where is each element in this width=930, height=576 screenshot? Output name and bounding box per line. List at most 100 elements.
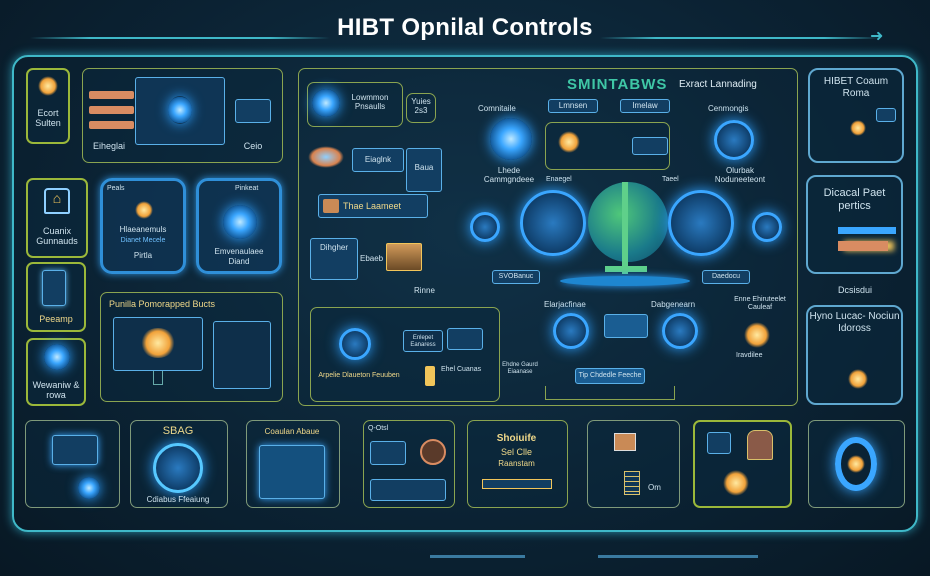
node-2[interactable] (662, 313, 698, 349)
tile-label: Cdiabus Ffeaiung (146, 495, 210, 504)
label: Olurbak Noduneeteont (714, 166, 766, 185)
common-box: Lowmmon Pnsaulls (307, 82, 403, 127)
screen-icon (876, 108, 896, 122)
bottom-tile-1[interactable] (25, 420, 120, 508)
bottom-tile-doc[interactable]: Om (587, 420, 680, 508)
tab-label: Imelaw (632, 101, 658, 110)
tile-hlaeanemuls[interactable]: Peals Hlaeanemuls Dianet Mecele Pirtla (100, 178, 186, 274)
tile-label: Cuanix Gunnauds (36, 226, 78, 247)
node-far-left[interactable] (470, 212, 500, 242)
tab-lmnsen[interactable]: Lmnsen (548, 99, 598, 113)
tile-line: Sel Clle (500, 447, 532, 457)
tile-label: Emvenaulaee (214, 247, 264, 256)
tile-hyno[interactable]: Hyno Lucac- Nociun Idoross (806, 305, 903, 405)
badge-icon (135, 201, 153, 219)
battery-icon (425, 366, 435, 386)
box-dihgher[interactable]: Dihgher (310, 238, 358, 280)
label-ebaeb: Ebaeb (360, 254, 384, 263)
emblem-icon (723, 470, 749, 496)
box-svobanuc[interactable]: SVOBanuc (492, 270, 540, 284)
monitor[interactable] (113, 317, 203, 371)
tile-cuanix[interactable]: ⌂ Cuanix Gunnauds (26, 178, 88, 258)
label: Elarjacfinae (544, 300, 586, 309)
bottom-bar[interactable]: Tip Chdedle Feeche (575, 368, 645, 384)
card-icon (707, 432, 731, 454)
bottom-tile-cards[interactable] (693, 420, 792, 508)
progress-blue (838, 227, 896, 234)
center-title: SMINTABWS (567, 76, 668, 93)
gear-left[interactable] (520, 190, 586, 256)
field-text: Eiaglnk (364, 155, 392, 164)
tile-emvenaulaee[interactable]: Pinkeat Emvenaulaee Diand (196, 178, 282, 274)
tab-imelaw[interactable]: Imelaw (620, 99, 670, 113)
control-strip[interactable] (545, 122, 670, 170)
label: Taeel (662, 176, 679, 183)
footer-line-right (598, 555, 758, 558)
field-eiaglnk[interactable]: Eiaglnk (352, 148, 404, 172)
link-box[interactable] (604, 314, 648, 338)
blueprint-screen (259, 445, 325, 499)
bottom-tile-shoiuife[interactable]: Shoiuife Sel Clle Raanstam (467, 420, 568, 508)
action-button-3[interactable] (89, 121, 134, 129)
orb-right-top[interactable] (714, 120, 754, 160)
tile-sub: Diand (228, 257, 250, 266)
bottom-tile-coaulan[interactable]: Coaulan Abaue (246, 420, 340, 508)
connector (545, 386, 675, 400)
caption: Ceio (243, 141, 263, 151)
bottom-tile-qotsl[interactable]: Q-Otsl (363, 420, 455, 508)
action-button-1[interactable] (89, 91, 134, 99)
mini-screen[interactable] (447, 328, 483, 350)
caption: Arpelie Dlaueton Feuuben (318, 372, 400, 379)
data-panel (370, 479, 446, 501)
tile-hibet-coaum[interactable]: HIBET Coaum Roma (808, 68, 904, 163)
box-daedocu[interactable]: Daedocu (702, 270, 750, 284)
dial-icon (78, 477, 100, 499)
label: Dabgenearn (651, 300, 696, 309)
lock-screen[interactable] (135, 77, 225, 145)
tile-title: Q-Otsl (368, 425, 389, 432)
globe-icon (312, 89, 340, 117)
tile-title: SBAG (162, 425, 194, 437)
saucer-icon (308, 146, 344, 168)
tile-wewaniw[interactable]: Wewaniw & rowa (26, 338, 86, 406)
box-label: Daedocu (711, 273, 741, 280)
node-1[interactable] (553, 313, 589, 349)
tile-label: HIBET Coaum Roma (823, 76, 889, 99)
lock-icon (168, 96, 192, 124)
orb-left-top[interactable] (490, 118, 532, 160)
box-label: Lowmmon Pnsaulls (351, 93, 389, 112)
temple-icon (744, 322, 770, 348)
tile-label: Hlaeanemuls (119, 225, 167, 234)
tile-ecort-sulten[interactable]: Ecort Sulten (26, 68, 70, 144)
strip-thae[interactable]: Thae Laameet (318, 194, 428, 218)
box-text: Dihgher (319, 243, 348, 252)
tile-peeamp[interactable]: Peeamp (26, 262, 86, 332)
strip-text: Thae Laameet (343, 201, 402, 211)
input-bar[interactable] (482, 479, 552, 489)
caption: Eiheglai (92, 141, 126, 151)
box-text: Baua (414, 163, 434, 172)
note-text: Yuies 2s3 (411, 97, 431, 116)
node-far-right[interactable] (752, 212, 782, 242)
device-panel[interactable] (213, 321, 271, 389)
action-button-2[interactable] (89, 106, 134, 114)
caption: Ehdne Gaurd Eiaanase (502, 362, 538, 375)
tile-header: Pinkeat (235, 185, 259, 192)
bar-text: Tip Chdedle Feeche (578, 372, 642, 379)
label: Cenmongis (708, 104, 749, 113)
bottom-tile-ring[interactable] (808, 420, 905, 508)
tile-label: Peeamp (39, 314, 73, 324)
home-icon: ⌂ (44, 188, 70, 214)
gear-right[interactable] (668, 190, 734, 256)
tile-dicacal[interactable]: Dicacal Paet pertics (806, 175, 903, 274)
orange-button[interactable] (838, 241, 888, 251)
panel-title: Punilla Pomorapped Bucts (109, 299, 216, 309)
panel-punilla: Punilla Pomorapped Bucts (100, 292, 283, 402)
box-baua[interactable]: Baua (406, 148, 442, 192)
folder-icon (323, 199, 339, 213)
tile-label: Ecort Sulten (35, 108, 61, 129)
tile-foot: Pirtla (133, 251, 153, 260)
bottom-tile-sbag[interactable]: SBAG Cdiabus Ffeaiung (130, 420, 228, 508)
header-divider-right (600, 37, 880, 39)
center-subtitle: Exract Lannading (679, 79, 757, 90)
